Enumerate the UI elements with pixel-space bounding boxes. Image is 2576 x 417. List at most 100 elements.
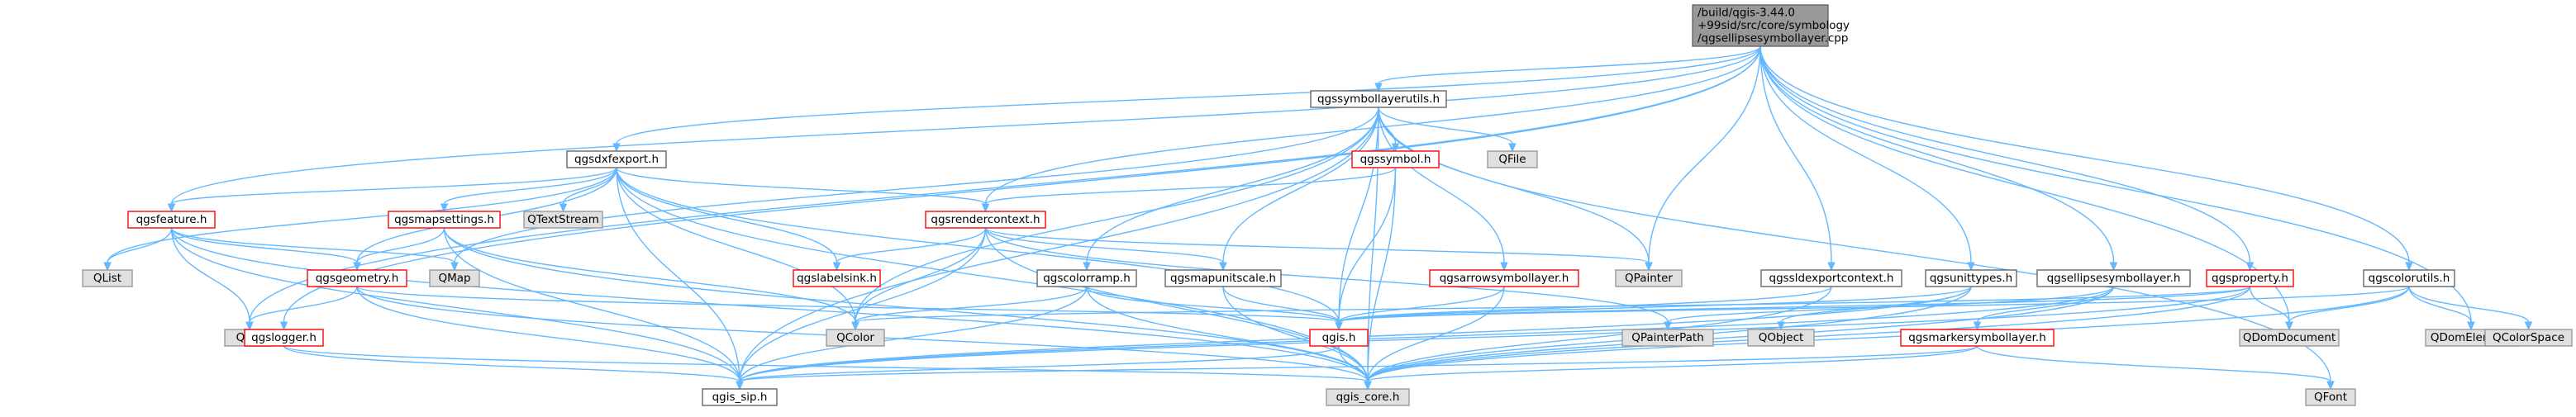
node-box <box>1036 269 1137 287</box>
arrowhead <box>1391 143 1400 153</box>
node-qgsunittypes[interactable]: qgsunittypes.h <box>1925 269 2017 287</box>
node-QColorSpace: QColorSpace <box>2484 329 2573 347</box>
node-qgsproperty[interactable]: qgsproperty.h <box>2206 269 2294 287</box>
node-qgssymbol[interactable]: qgssymbol.h <box>1351 150 1440 168</box>
node-qgscolorramp[interactable]: qgscolorramp.h <box>1036 269 1137 287</box>
node-box <box>523 211 603 229</box>
node-qgis_sip[interactable]: qgis_sip.h <box>702 388 778 406</box>
node-qgsrendercontext[interactable]: qgsrendercontext.h <box>925 211 1046 229</box>
arrowhead <box>2467 321 2475 331</box>
node-box <box>388 211 501 229</box>
node-box <box>1621 329 1714 347</box>
edge-qgsmarkersymbollayer-to-qgis_core <box>1364 345 1978 391</box>
node-label: /build/qgis-3.44.0 <box>1697 6 1795 19</box>
node-label: qgscolorramp.h <box>1043 272 1131 285</box>
edge-qgsmarkersymbollayer-to-QFont <box>1976 345 2335 391</box>
node-label: qgscolorutils.h <box>2369 272 2450 285</box>
node-QObject: QObject <box>1747 329 1815 347</box>
node-label: qgslabelsink.h <box>797 272 877 285</box>
node-label: qgsellipsesymbollayer.h <box>2047 272 2181 285</box>
edge-qgsmarkersymbollayer-to-qgis_sip <box>736 345 1978 391</box>
arrowhead <box>559 203 568 213</box>
arrowhead <box>1083 262 1091 272</box>
edge-qgscolorutils-to-qgis <box>1335 286 2410 331</box>
arrowhead <box>2524 321 2533 331</box>
node-box <box>2305 388 2356 406</box>
node-label: qgsmapunitscale.h <box>1170 272 1276 285</box>
node-box <box>826 329 885 347</box>
node-layer: /build/qgis-3.44.0+99sid/src/core/symbol… <box>82 4 2573 406</box>
node-qgsmapsettings[interactable]: qgsmapsettings.h <box>388 211 501 229</box>
edge-qgssymbol-to-qgis_core <box>1364 167 1397 391</box>
node-box <box>793 269 881 287</box>
node-qgsarrowsymbollayer[interactable]: qgsarrowsymbollayer.h <box>1429 269 1579 287</box>
node-QColor: QColor <box>826 329 885 347</box>
node-box <box>1351 150 1440 168</box>
edge-qgsfeature-to-QMap <box>170 227 459 272</box>
node-box <box>1692 4 1829 47</box>
arrowhead <box>736 381 744 391</box>
arrowhead <box>1645 262 1653 272</box>
node-box <box>244 329 324 347</box>
arrowhead <box>2285 321 2293 331</box>
node-qgsdxfexport[interactable]: qgsdxfexport.h <box>566 150 667 168</box>
node-qgsfeature[interactable]: qgsfeature.h <box>127 211 216 229</box>
node-qgsellipsesymbollayer[interactable]: qgsellipsesymbollayer.h <box>2036 269 2191 287</box>
edge-qgsrendercontext-to-qgsmapunitscale <box>984 227 1227 272</box>
node-label: qgslogger.h <box>251 331 317 344</box>
node-label: QPainter <box>1625 272 1673 285</box>
node-qgis[interactable]: qgis.h <box>1309 329 1369 347</box>
arrowhead <box>1664 321 1672 331</box>
arrowhead <box>440 203 449 213</box>
node-qgslabelsink[interactable]: qgslabelsink.h <box>793 269 881 287</box>
node-label: QList <box>93 272 121 285</box>
edge-qgsdxfexport-to-QTextStream <box>559 167 617 213</box>
arrowhead <box>1219 262 1227 272</box>
node-box <box>307 269 407 287</box>
arrowhead <box>1335 321 1343 331</box>
node-qgsmapunitscale[interactable]: qgsmapunitscale.h <box>1164 269 1282 287</box>
node-qgsmarkersymbollayer[interactable]: qgsmarkersymbollayer.h <box>1900 329 2055 347</box>
edge-qgscolorramp-to-qgis <box>1086 286 1343 331</box>
edge-qgscolorutils-to-QDomElement <box>2408 286 2475 331</box>
node-qgslogger[interactable]: qgslogger.h <box>244 329 324 347</box>
edge-qgscolorutils-to-QDomDocument <box>2285 286 2410 331</box>
edge-root-to-qgsunittypes <box>1759 45 1975 272</box>
node-box <box>1760 269 1902 287</box>
node-label: qgsmarkersymbollayer.h <box>1908 331 2046 344</box>
node-qgssymbollayerutils[interactable]: qgssymbollayerutils.h <box>1310 90 1447 108</box>
arrowhead <box>981 203 990 213</box>
node-label: QTextStream <box>527 213 599 226</box>
arrowhead <box>2405 262 2413 272</box>
node-label: QFont <box>2314 391 2347 404</box>
node-qgssldexportcontext[interactable]: qgssldexportcontext.h <box>1760 269 1902 287</box>
node-label: QPainterPath <box>1631 331 1704 344</box>
edge-root-to-qgsellipsesymbollayer <box>1759 45 2118 272</box>
edge-qgslogger-to-qgis_core <box>283 345 1372 391</box>
node-QList: QList <box>82 269 133 287</box>
node-label: qgssymbol.h <box>1360 153 1431 166</box>
node-label: qgssldexportcontext.h <box>1769 272 1894 285</box>
node-label: qgsrendercontext.h <box>931 213 1040 226</box>
arrowhead <box>279 321 288 331</box>
edge-qgsfeature-to-QList <box>103 227 173 272</box>
edge-root-to-QPainter <box>1645 45 1761 272</box>
node-label: QObject <box>1759 331 1804 344</box>
node-label: qgssymbollayerutils.h <box>1317 92 1440 106</box>
node-label: qgsfeature.h <box>136 213 207 226</box>
node-qgscolorutils[interactable]: qgscolorutils.h <box>2363 269 2455 287</box>
node-label: qgis_core.h <box>1336 391 1400 404</box>
node-box <box>1164 269 1282 287</box>
arrowhead <box>1827 262 1836 272</box>
node-box <box>2206 269 2294 287</box>
node-qgsgeometry[interactable]: qgsgeometry.h <box>307 269 407 287</box>
node-box <box>1429 269 1579 287</box>
edge-qgssymbollayerutils-to-qgscolorramp <box>1083 107 1379 272</box>
node-box <box>702 388 778 406</box>
node-label: /qgsellipsesymbollayer.cpp <box>1697 31 1848 45</box>
node-box <box>1900 329 2055 347</box>
node-label: QFile <box>1498 153 1526 166</box>
node-label: QColor <box>836 331 874 344</box>
arrowhead <box>1374 83 1383 92</box>
edge-root-to-qgsfeature <box>167 45 1761 213</box>
